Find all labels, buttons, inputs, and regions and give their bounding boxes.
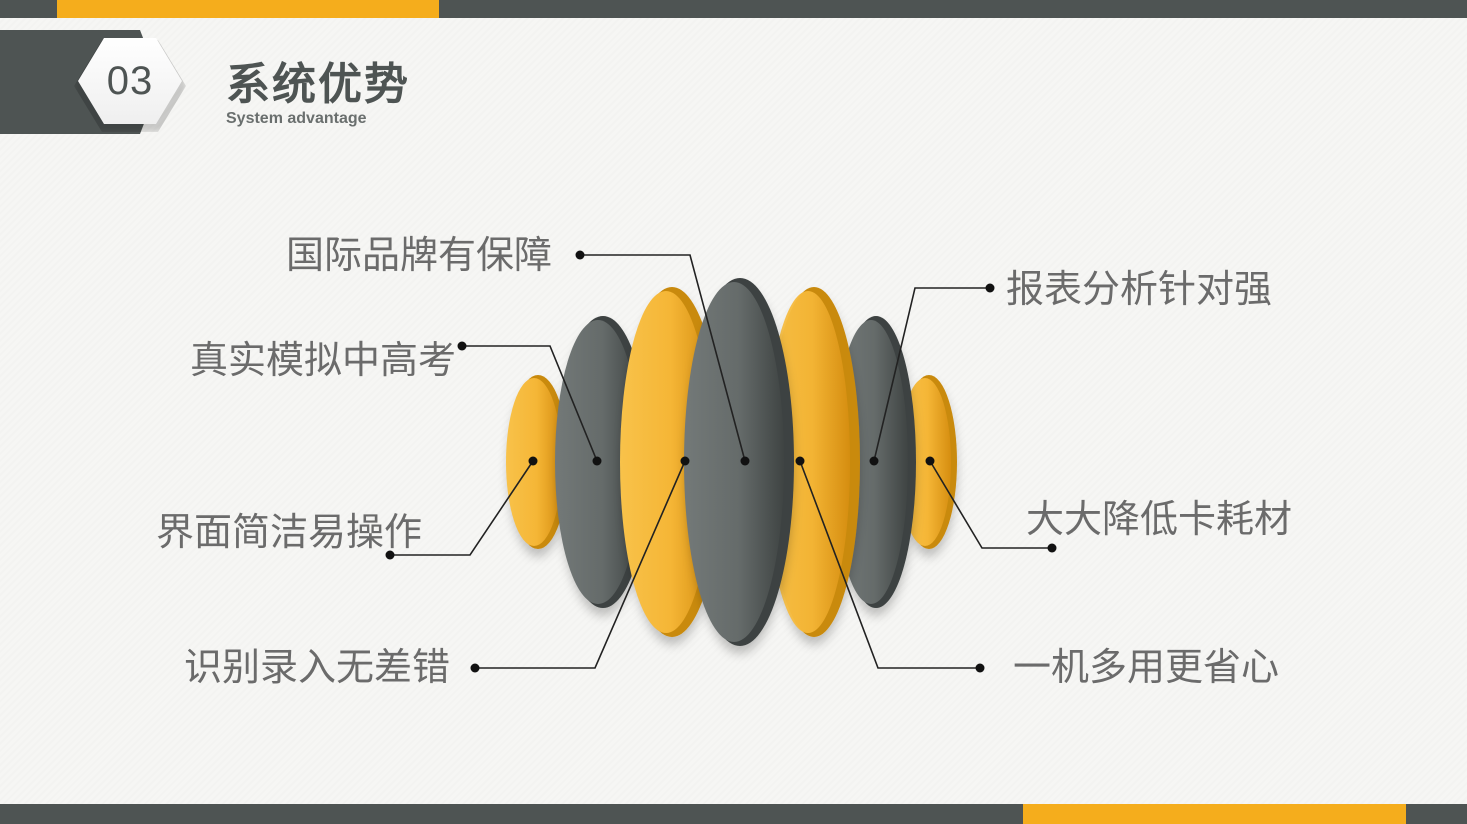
top-accent-bar: [57, 0, 439, 18]
connector-dot: [470, 663, 480, 673]
connector-dot: [869, 456, 879, 466]
connector-dot: [1047, 543, 1057, 553]
connector-line-2: [462, 345, 598, 462]
connector-dot: [575, 250, 585, 260]
connector-line-5: [873, 287, 990, 462]
page-title: 系统优势: [226, 59, 410, 110]
bottom-accent-bar: [1023, 804, 1406, 824]
connector-dot: [385, 550, 395, 560]
connector-line-3: [390, 460, 534, 556]
connector-dot: [592, 456, 602, 466]
feature-label-reports: 报表分析针对强: [1006, 267, 1273, 311]
feature-label-interface: 界面简洁易操作: [155, 510, 422, 554]
connector-dot: [985, 283, 995, 293]
connector-dot: [528, 456, 538, 466]
connector-dot: [925, 456, 935, 466]
page-subtitle: System advantage: [226, 110, 367, 127]
connector-line-1: [580, 254, 746, 462]
connector-dot: [795, 456, 805, 466]
connector-line-4: [475, 460, 686, 669]
feature-label-multipurpose: 一机多用更省心: [1013, 645, 1280, 689]
disc-gray-center: [684, 278, 794, 646]
connector-dot: [680, 456, 690, 466]
feature-label-consumables: 大大降低卡耗材: [1026, 497, 1293, 541]
section-number: 03: [106, 58, 154, 103]
connector-line-7: [799, 460, 980, 669]
connector-line-6: [929, 460, 1052, 549]
feature-label-recognition: 识别录入无差错: [183, 645, 450, 689]
feature-label-simulation: 真实模拟中高考: [189, 338, 456, 382]
connector-dot: [457, 341, 467, 351]
feature-label-brand: 国际品牌有保障: [285, 233, 552, 277]
connector-dot: [740, 456, 750, 466]
connector-dot: [975, 663, 985, 673]
